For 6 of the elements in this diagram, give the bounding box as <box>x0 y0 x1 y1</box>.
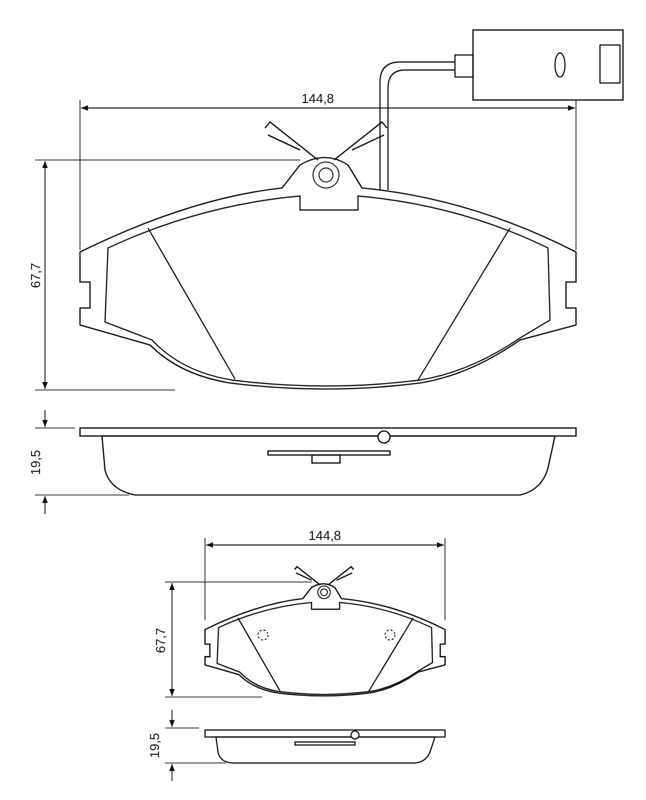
dimension-value: 19,5 <box>28 448 43 476</box>
dimension-value: 19,5 <box>146 731 162 759</box>
dimension-value: 67,7 <box>28 261 43 289</box>
dimension-value: 144,8 <box>300 90 336 106</box>
dimension-value: 67,7 <box>152 626 168 654</box>
dimension-value: 144,8 <box>308 528 342 542</box>
